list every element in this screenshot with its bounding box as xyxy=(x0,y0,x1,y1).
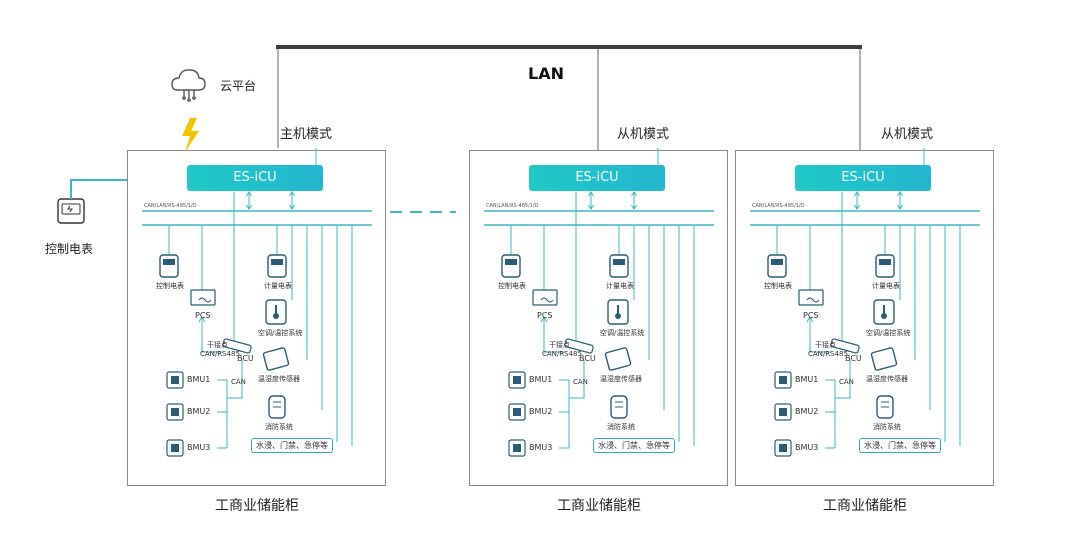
dry-contact-label: 干接点 xyxy=(207,341,228,349)
cabinet-mode-label: 主机模式 xyxy=(280,127,333,142)
es-icu-box: ES-iCU xyxy=(795,165,931,191)
hvac-label: 空调/温控系统 xyxy=(600,329,645,337)
misc-devices-box: 水浸、门禁、急停等 xyxy=(859,438,941,453)
bcu-label: BCU xyxy=(579,354,596,363)
cabinet-frame xyxy=(735,150,994,486)
measure-meter-label: 计量电表 xyxy=(872,282,900,290)
can-rs485-label: CAN/RS485 xyxy=(542,350,582,358)
lightning-icon xyxy=(182,118,199,152)
outer-meter-label: 控制电表 xyxy=(45,242,94,256)
can-label: CAN xyxy=(231,378,246,386)
control-meter-label: 控制电表 xyxy=(156,282,184,290)
can-label: CAN xyxy=(839,378,854,386)
bcu-label: BCU xyxy=(237,354,254,363)
bmu-label: BMU1 xyxy=(529,375,553,384)
cabinet-title: 工商业储能柜 xyxy=(215,498,299,514)
cloud-label: 云平台 xyxy=(220,79,257,93)
cabinet-title: 工商业储能柜 xyxy=(823,498,907,514)
cabinet-mode-label: 从机模式 xyxy=(617,127,670,142)
can-rs485-label: CAN/RS485 xyxy=(200,350,240,358)
fire-system-label: 消防系统 xyxy=(873,423,901,431)
bus-protocol-label: CAN/LAN/RS-485/1/O xyxy=(144,203,197,209)
lan-bus-bar xyxy=(276,45,862,49)
pcs-label: PCS xyxy=(537,311,553,320)
measure-meter-label: 计量电表 xyxy=(264,282,292,290)
can-label: CAN xyxy=(573,378,588,386)
misc-devices-box: 水浸、门禁、急停等 xyxy=(593,438,675,453)
humidity-sensor-label: 温湿度传感器 xyxy=(258,375,300,383)
fire-system-label: 消防系统 xyxy=(607,423,635,431)
meter-icon xyxy=(57,198,85,224)
measure-meter-label: 计量电表 xyxy=(606,282,634,290)
dry-contact-label: 干接点 xyxy=(549,341,570,349)
bmu-label: BMU3 xyxy=(529,443,553,452)
bus-protocol-label: CAN/LAN/RS-485/1/O xyxy=(486,203,539,209)
bmu-label: BMU2 xyxy=(187,407,211,416)
es-icu-box: ES-iCU xyxy=(529,165,665,191)
cabinet-title: 工商业储能柜 xyxy=(557,498,641,514)
bmu-label: BMU3 xyxy=(187,443,211,452)
hvac-label: 空调/温控系统 xyxy=(866,329,911,337)
fire-system-label: 消防系统 xyxy=(265,423,293,431)
humidity-sensor-label: 温湿度传感器 xyxy=(866,375,908,383)
can-rs485-label: CAN/RS485 xyxy=(808,350,848,358)
humidity-sensor-label: 温湿度传感器 xyxy=(600,375,642,383)
bcu-label: BCU xyxy=(845,354,862,363)
bus-protocol-label: CAN/LAN/RS-485/1/O xyxy=(752,203,805,209)
cabinet-frame xyxy=(127,150,386,486)
dry-contact-label: 干接点 xyxy=(815,341,836,349)
cabinet-mode-label: 从机模式 xyxy=(881,127,934,142)
cloud-icon xyxy=(171,69,206,102)
lan-label: LAN xyxy=(528,64,564,83)
pcs-label: PCS xyxy=(803,311,819,320)
bmu-label: BMU2 xyxy=(795,407,819,416)
hvac-label: 空调/温控系统 xyxy=(258,329,303,337)
bmu-label: BMU3 xyxy=(795,443,819,452)
cabinet-frame xyxy=(469,150,728,486)
control-meter-label: 控制电表 xyxy=(764,282,792,290)
control-meter-label: 控制电表 xyxy=(498,282,526,290)
bmu-label: BMU1 xyxy=(795,375,819,384)
bmu-label: BMU1 xyxy=(187,375,211,384)
es-icu-box: ES-iCU xyxy=(187,165,323,191)
pcs-label: PCS xyxy=(195,311,211,320)
bmu-label: BMU2 xyxy=(529,407,553,416)
misc-devices-box: 水浸、门禁、急停等 xyxy=(251,438,333,453)
